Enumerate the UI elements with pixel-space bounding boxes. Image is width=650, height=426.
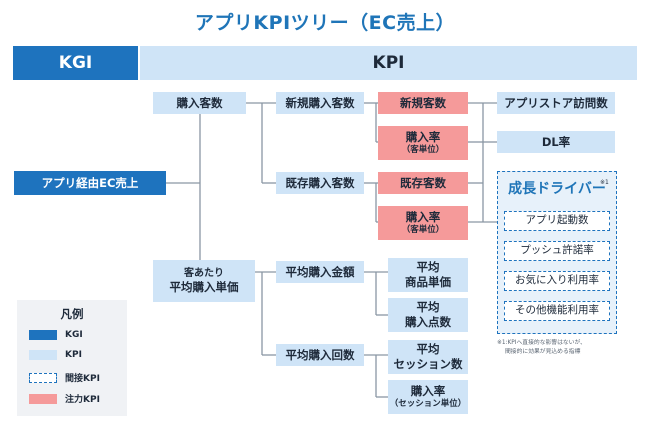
avg-purchase-count-node: 平均購入回数 — [276, 344, 364, 366]
kgi-node: アプリ経由EC売上 — [14, 171, 166, 195]
avg-unit-price-node: 平均 商品単価 — [388, 258, 468, 292]
avg-amount-node: 平均購入金額 — [276, 261, 364, 283]
new-purchase-rate-label: 購入率 — [405, 129, 441, 144]
existing-purchase-rate-node: 購入率 （客単位） — [378, 206, 468, 240]
legend-swatch-focus-kpi — [29, 393, 57, 404]
legend-title: 凡例 — [60, 307, 84, 321]
existing-purchase-rate-label: 購入率 — [405, 209, 441, 224]
footnote-line2: 間接的に効果が見込める指標 — [505, 348, 581, 355]
existing-buyers-node: 既存購入客数 — [276, 172, 364, 194]
session-purchase-rate-sub: （セッション単位） — [389, 399, 467, 410]
avg-sessions-line2: セッション数 — [393, 357, 463, 371]
footnote-line1: ※1:KPIへ直接的な影響はないが、 — [497, 340, 586, 346]
avg-spend-line1: 客あたり — [184, 268, 224, 280]
legend-item-indirect-kpi: 間接KPI — [29, 371, 100, 384]
kpi-header: KPI — [140, 46, 637, 80]
avg-sessions-line1: 平均 — [416, 342, 440, 357]
driver-push-opt-in: プッシュ許諾率 — [504, 241, 610, 261]
session-purchase-rate-label: 購入率 — [410, 383, 446, 398]
growth-drivers-footnote-mark: ※1 — [600, 179, 609, 186]
legend-item-focus-kpi: 注力KPI — [29, 392, 100, 405]
new-buyers-node: 新規購入客数 — [276, 92, 364, 114]
growth-drivers-title: 成長ドライバー — [508, 181, 606, 197]
driver-other-features-usage: その他機能利用率 — [504, 301, 610, 321]
legend-swatch-kgi — [29, 330, 57, 340]
legend-swatch-indirect-kpi — [29, 372, 57, 383]
driver-favorites-usage: お気に入り利用率 — [504, 271, 610, 291]
avg-spend-line2: 平均購入単価 — [169, 280, 239, 295]
new-customers-node: 新規客数 — [378, 92, 468, 114]
avg-spend-node: 客あたり 平均購入単価 — [153, 260, 255, 302]
legend-item-kgi: KGI — [29, 330, 83, 340]
buyers-node: 購入客数 — [153, 92, 246, 114]
page-title: アプリKPIツリー（EC売上） — [194, 12, 456, 34]
legend-swatch-kpi — [29, 350, 57, 360]
session-purchase-rate-node: 購入率 （セッション単位） — [388, 380, 468, 414]
avg-unit-price-line2: 商品単価 — [405, 275, 451, 289]
legend-label-focus-kpi: 注力KPI — [65, 395, 100, 405]
avg-items-node: 平均 購入点数 — [388, 298, 468, 332]
dl-rate-node: DL率 — [497, 131, 615, 153]
new-purchase-rate-sub: （客単位） — [401, 145, 445, 156]
legend-label-kpi: KPI — [65, 350, 82, 360]
footnote: ※1:KPIへ直接的な影響はないが、 間接的に効果が見込める指標 — [497, 339, 622, 356]
existing-customers-node: 既存客数 — [378, 172, 468, 194]
kgi-header: KGI — [13, 46, 138, 80]
driver-app-launches: アプリ起動数 — [504, 211, 610, 231]
avg-unit-price-line1: 平均 — [416, 260, 440, 275]
new-purchase-rate-node: 購入率 （客単位） — [378, 126, 468, 160]
avg-items-line1: 平均 — [416, 300, 440, 315]
existing-purchase-rate-sub: （客単位） — [401, 225, 445, 236]
legend-item-kpi: KPI — [29, 350, 82, 360]
avg-sessions-node: 平均 セッション数 — [388, 340, 468, 374]
legend-label-indirect-kpi: 間接KPI — [65, 374, 100, 384]
avg-items-line2: 購入点数 — [405, 315, 451, 329]
legend-label-kgi: KGI — [65, 330, 83, 340]
app-store-visits-node: アプリストア訪問数 — [497, 92, 615, 114]
